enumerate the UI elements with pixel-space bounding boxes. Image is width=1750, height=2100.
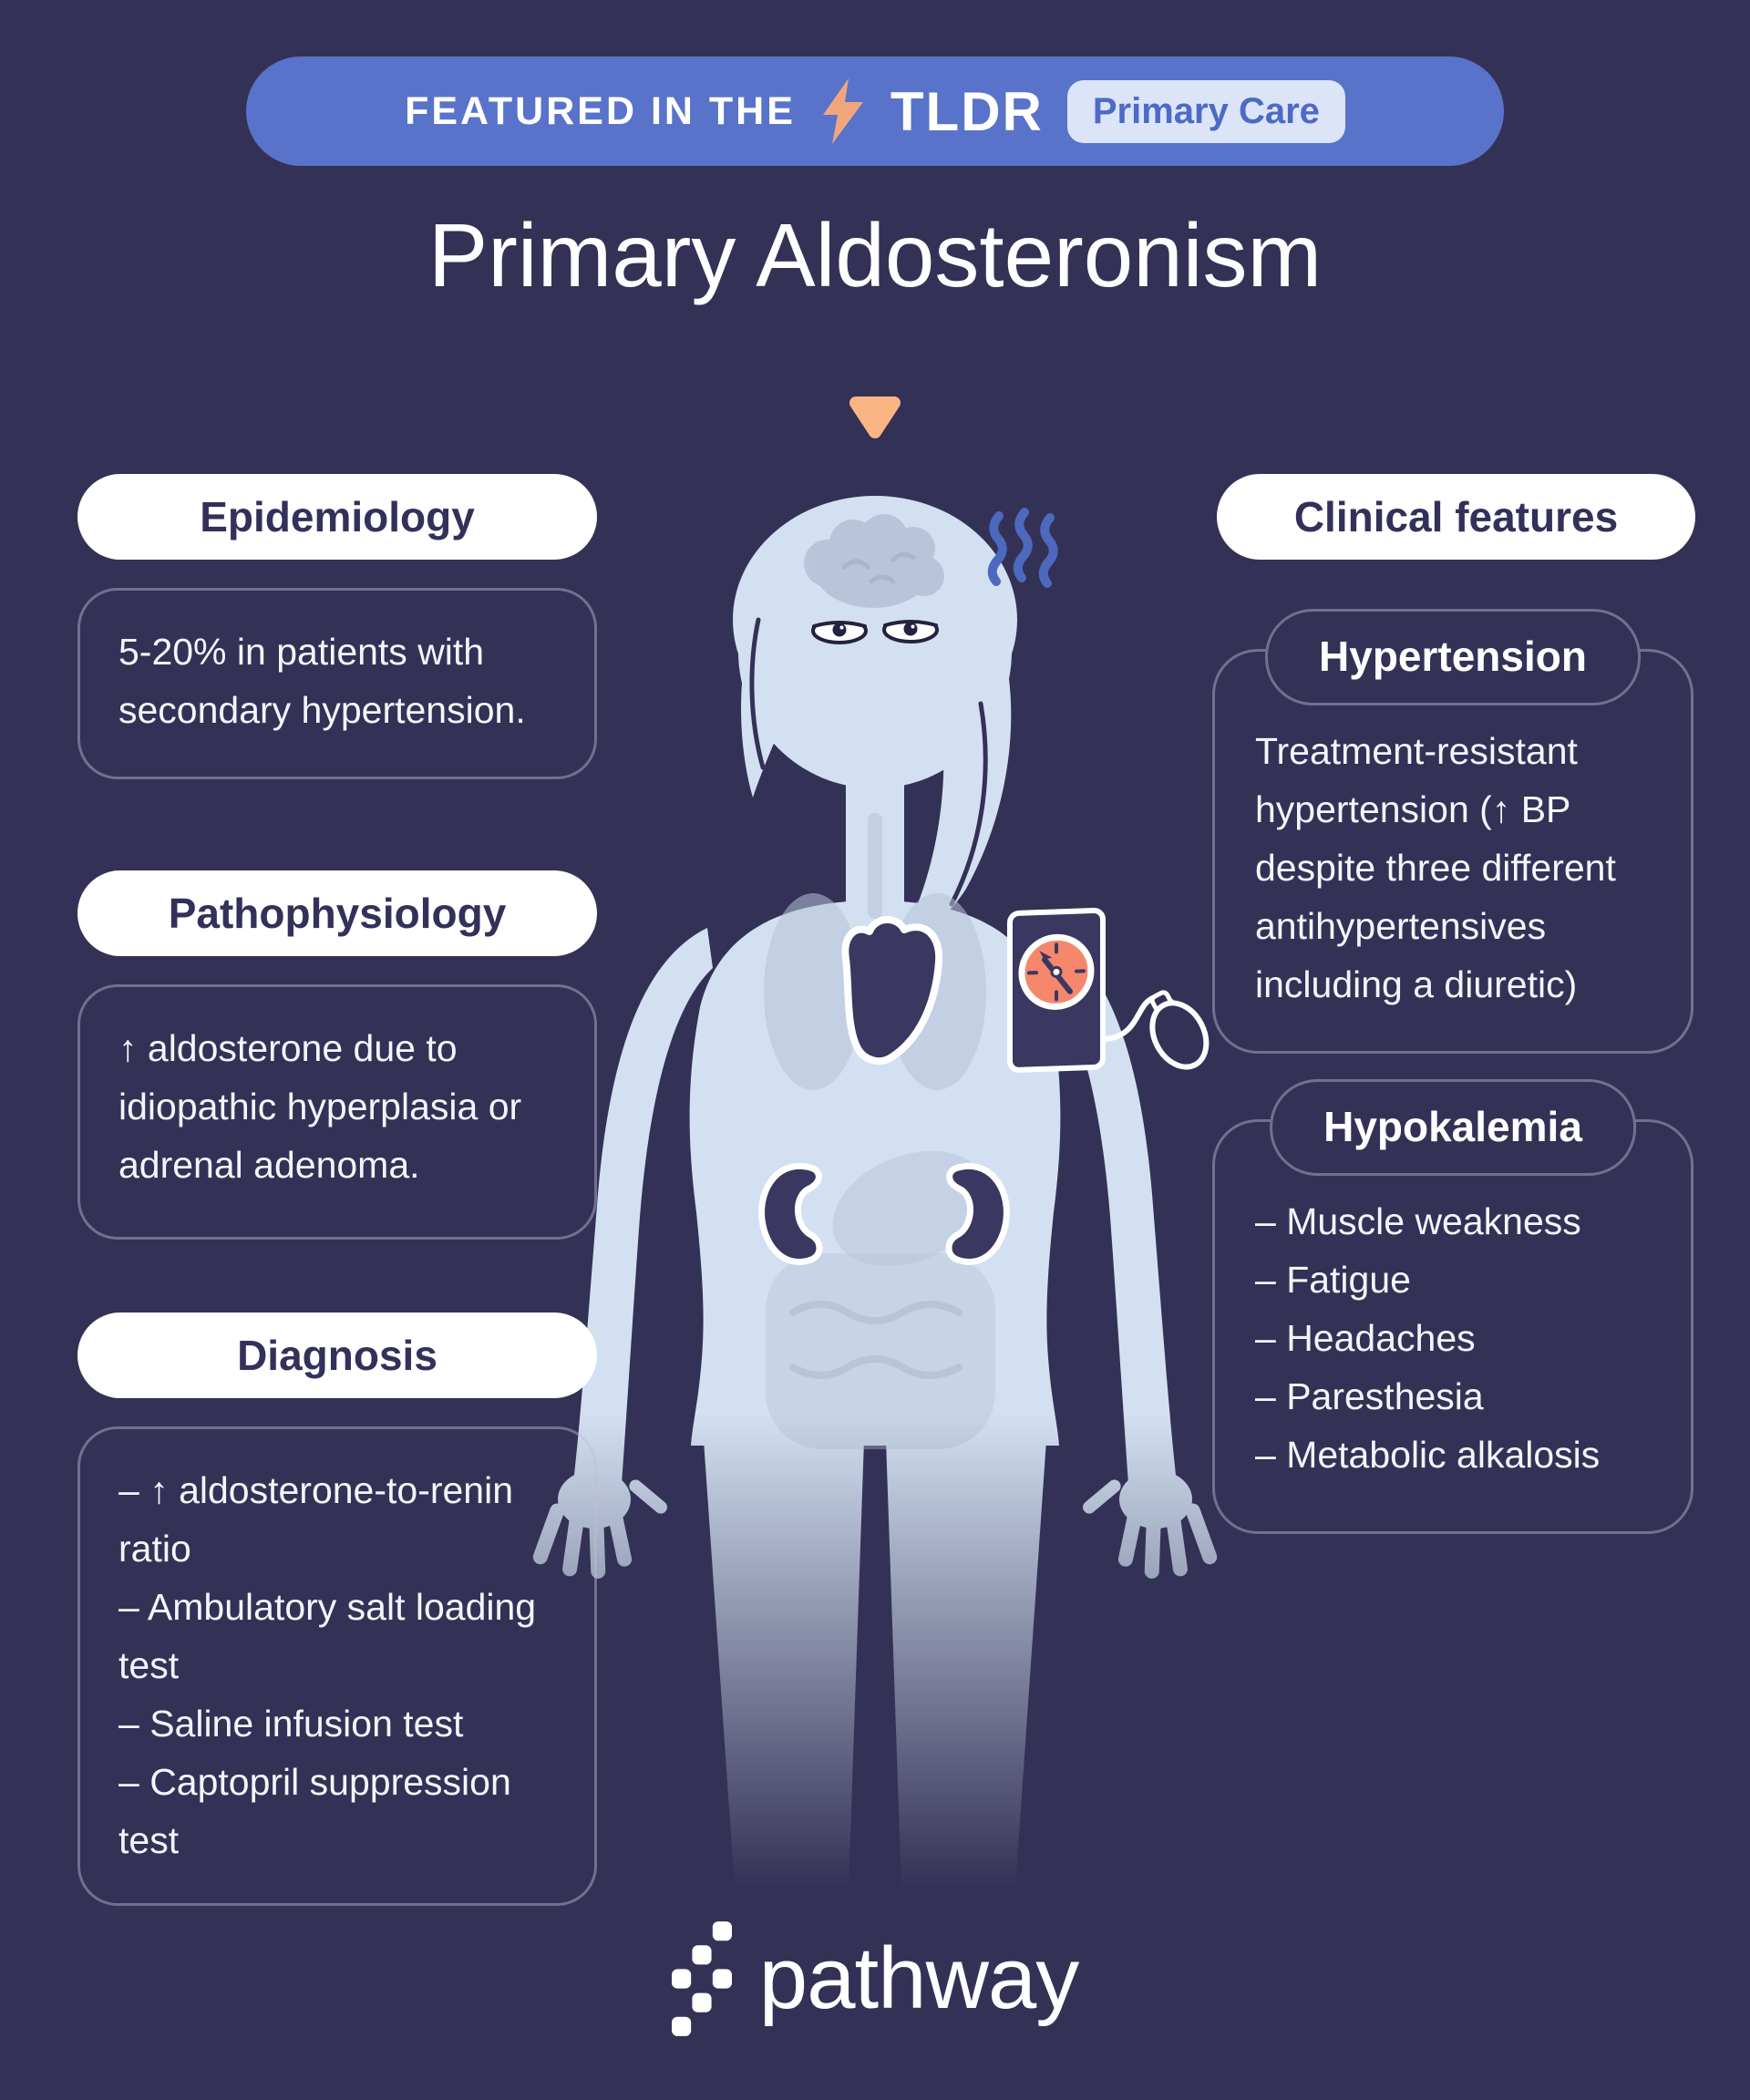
left-hand <box>532 1470 667 1579</box>
bp-cuff <box>1007 907 1210 1073</box>
body-illustration <box>492 492 1258 1932</box>
epidemiology-text: 5-20% in patients with secondary hyperte… <box>118 631 526 731</box>
logo-text: pathway <box>758 1930 1080 2027</box>
list-item: – Captopril suppression test <box>118 1760 511 1861</box>
pathway-logo: pathway <box>0 1921 1750 2036</box>
primary-care-badge: Primary Care <box>1066 79 1345 143</box>
pathophysiology-card: ↑ aldosterone due to idiopathic hyperpla… <box>77 984 597 1240</box>
kidneys <box>758 1163 1010 1265</box>
page-title: Primary Aldosteronism <box>427 205 1323 305</box>
right-hand <box>1083 1470 1218 1579</box>
list-item: – Ambulatory salt loading test <box>118 1585 537 1686</box>
diagnosis-card: – ↑ aldosterone-to-renin ratio – Ambulato… <box>77 1426 597 1906</box>
hypokalemia-card: Hypokalemia – Muscle weakness– Fatigue– … <box>1212 1079 1693 1534</box>
list-item: – Headaches <box>1255 1316 1476 1359</box>
arms <box>532 928 1218 1579</box>
list-item: – Metabolic alkalosis <box>1255 1433 1601 1476</box>
epidemiology-card: 5-20% in patients with secondary hyperte… <box>77 588 597 779</box>
diagnosis-heading: Diagnosis <box>77 1312 597 1398</box>
hypokalemia-list: – Muscle weakness – Fatigue – Headaches – P… <box>1255 1193 1651 1485</box>
squiggle-lines-icon <box>987 508 1058 588</box>
list-item: – Fatigue <box>1255 1258 1411 1301</box>
pump-bulb-icon <box>1149 990 1210 1070</box>
heart <box>841 916 943 1065</box>
head <box>733 496 1017 945</box>
list-item: – ↑ aldosterone-to-renin ratio <box>118 1469 514 1570</box>
brand-text: TLDR <box>890 80 1044 142</box>
epidemiology-heading: Epidemiology <box>77 474 597 560</box>
list-item: – Paresthesia <box>1255 1374 1484 1417</box>
hypertension-text: Treatment-resistant hypertension (↑ BP d… <box>1255 730 1616 1005</box>
logo-dots-icon <box>671 1921 732 2036</box>
pathophysiology-text: ↑ aldosterone due to idiopathic hyperpla… <box>118 1027 522 1186</box>
hypertension-card: Hypertension Treatment-resistant hyperte… <box>1212 609 1693 1054</box>
featured-text: FEATURED IN THE <box>405 88 796 133</box>
lightning-bolt-icon <box>822 78 863 144</box>
pathophysiology-heading: Pathophysiology <box>77 870 597 956</box>
hypertension-label: Hypertension <box>1265 609 1641 705</box>
featured-banner: FEATURED IN THE TLDR Primary Care <box>246 57 1504 166</box>
list-item: – Saline infusion test <box>118 1702 464 1745</box>
triangle-down-icon <box>845 392 905 443</box>
digestive-organs <box>766 1150 995 1449</box>
hypokalemia-label: Hypokalemia <box>1270 1079 1636 1176</box>
brain <box>804 514 944 608</box>
eyes <box>811 612 939 644</box>
clinical-features-heading: Clinical features <box>1217 474 1695 560</box>
list-item: – Muscle weakness <box>1255 1200 1581 1242</box>
